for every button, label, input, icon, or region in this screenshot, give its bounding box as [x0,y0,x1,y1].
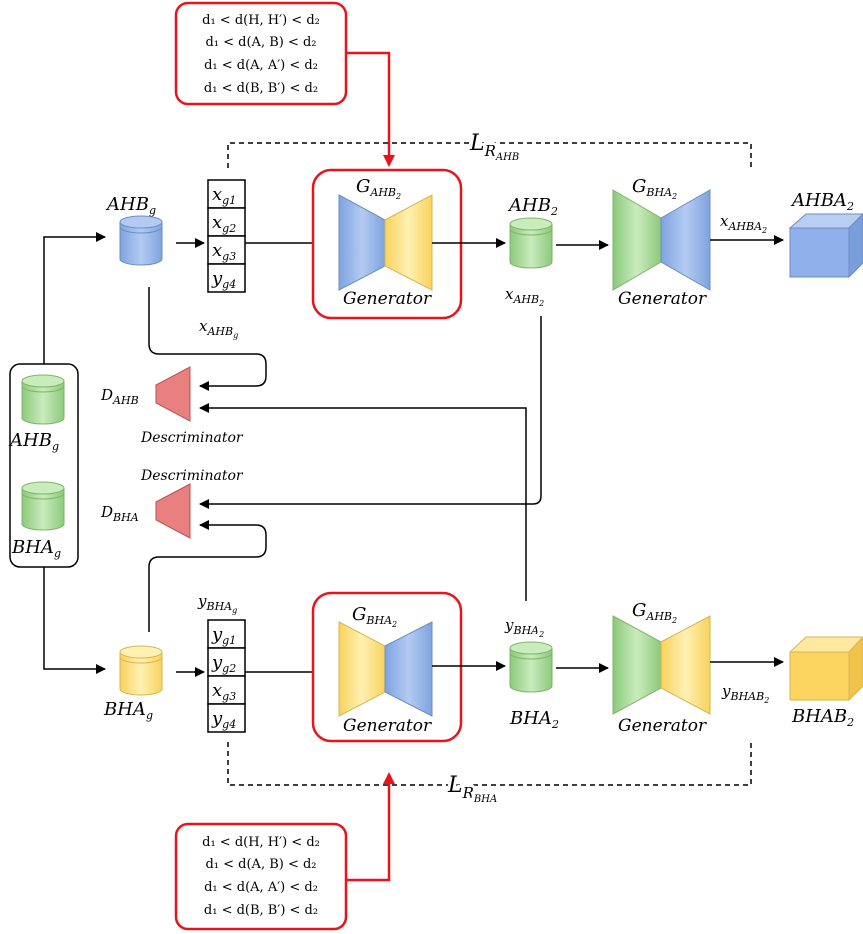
generator-bottom-2: GAHB2 Generator [612,600,711,736]
discriminator-bottom: Descriminator DBHA [100,468,244,539]
edge-gen-top-to-disc-bottom [199,316,542,509]
database-icon [509,641,553,693]
constraint-arrow-top [346,51,395,167]
edge-source-to-disc-bottom [148,520,267,632]
output-edge-label-bottom: yBHAB2 [721,682,769,705]
output-label-bottom: BHAB2 [791,706,854,729]
constraint-arrow-bottom [346,772,395,882]
generator-caption: Generator [343,289,432,309]
constraint-box-top: d₁ < d(H, H′) < d₂ d₁ < d(A, B) < d₂ d₁ … [174,1,348,106]
generator-top-2: GBHA2 Generator [612,176,711,309]
constraint-line: d₁ < d(A, B) < d₂ [205,35,316,50]
intermediate-edge-label-top: xAHB2 [505,285,544,308]
discriminator-top: DAHB Descriminator [100,366,244,446]
generator-label: GAHB2 [356,176,401,201]
vector-cell: xg1 [212,184,236,207]
vector-cell: xg3 [212,680,236,703]
discriminator-label: DAHB [100,386,139,407]
generator-label: GBHA2 [352,604,397,629]
vector-cell: xg2 [212,212,236,235]
loss-dashed-bottom [227,742,752,786]
dataset-label: BHAg [11,537,61,560]
constraint-line: d₁ < d(B, B′) < d₂ [204,81,318,96]
output-cube-icon [788,636,863,702]
edge-source-to-disc-top [148,287,267,391]
vector-cell: yg4 [211,708,236,731]
database-icon [21,481,65,531]
generator-label: GAHB2 [632,600,677,625]
dataset-label: AHBg [8,430,59,453]
source-label-bottom: BHAg [103,699,153,722]
generator-caption: Generator [343,716,432,736]
feature-vector-bottom: yg1 yg2 xg3 yg4 [207,619,246,733]
output-edge-label-top: xAHBA2 [720,212,767,235]
vector-label-bottom: yBHAg [197,592,237,615]
output-cube-icon [788,213,863,279]
dataset-group: AHBg BHAg [8,363,79,568]
discriminator-caption: Descriminator [140,430,244,446]
intermediate-label-bottom: BHA2 [509,708,559,731]
vector-cell: yg1 [211,624,236,647]
constraint-box-bottom: d₁ < d(H, H′) < d₂ d₁ < d(A, B) < d₂ d₁ … [174,822,348,931]
database-icon [509,217,553,269]
output-label-top: AHBA2 [790,190,854,213]
intermediate-label-top: AHB2 [507,195,558,218]
constraint-line: d₁ < d(A, A′) < d₂ [204,880,318,895]
database-icon [21,374,65,425]
loss-label-top: LRAHB [469,131,519,163]
edge-group-to-bottom [43,567,106,674]
edge-gen-bottom-to-disc-top [199,403,527,601]
constraint-line: d₁ < d(H, H′) < d₂ [202,835,320,850]
feature-vector-top: xg1 xg2 xg3 yg4 [207,179,246,293]
generator-top-1: GAHB2 Generator [311,168,463,320]
edge-group-to-top [43,232,106,364]
database-icon [119,215,163,266]
vector-cell: yg4 [211,268,236,291]
generator-bottom-1: GBHA2 Generator [311,591,463,743]
database-icon [119,645,163,696]
vector-cell: yg2 [211,652,236,675]
source-label-top: AHBg [105,194,156,217]
discriminator-label: DBHA [100,503,139,524]
constraint-line: d₁ < d(A, B) < d₂ [205,857,316,872]
vector-label-top: xAHBg [199,317,238,340]
intermediate-edge-label-bottom: yBHA2 [504,616,544,639]
discriminator-caption: Descriminator [140,468,244,484]
vector-cell: xg3 [212,240,236,263]
loss-label-bottom: LRBHA [447,773,497,805]
constraint-line: d₁ < d(H, H′) < d₂ [202,13,320,28]
constraint-line: d₁ < d(B, B′) < d₂ [204,903,318,918]
generator-label: GBHA2 [632,176,677,201]
loss-dashed-top [227,142,752,168]
generator-caption: Generator [618,716,707,736]
constraint-line: d₁ < d(A, A′) < d₂ [204,58,318,73]
generator-caption: Generator [618,289,707,309]
